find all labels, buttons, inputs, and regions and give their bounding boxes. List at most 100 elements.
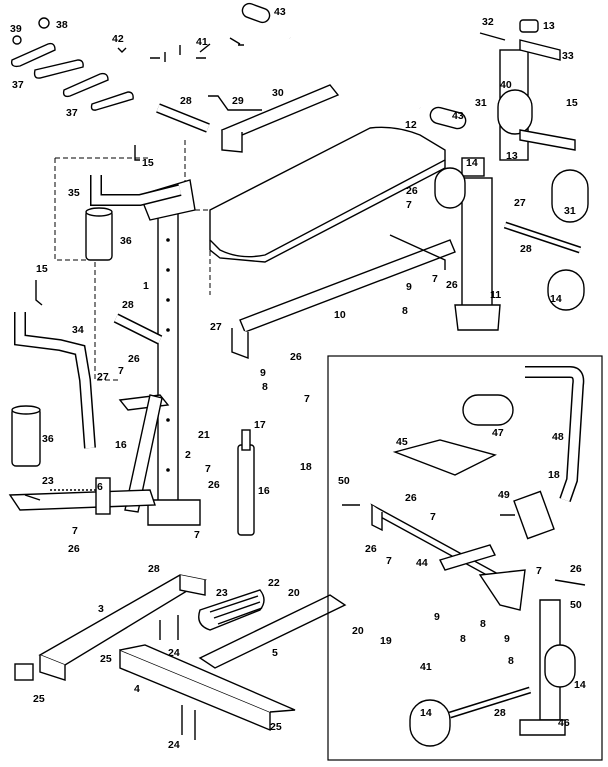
callout-21: 21	[198, 429, 210, 441]
callout-28b: 28	[520, 243, 532, 255]
callout-25a: 25	[100, 653, 112, 665]
callout-41a: 41	[196, 36, 208, 48]
callout-46: 46	[558, 717, 570, 729]
callout-25c: 25	[270, 721, 282, 733]
callout-41b: 41	[420, 661, 432, 673]
callout-22: 22	[268, 577, 280, 589]
callout-7a: 7	[406, 199, 412, 211]
callout-32: 32	[482, 16, 494, 28]
callout-26f: 26	[68, 543, 80, 555]
callout-28e: 28	[494, 707, 506, 719]
callout-3: 3	[98, 603, 104, 615]
callout-labels: 39 38 37 37 42 41 43 43 28 29 30 32 13 3…	[10, 6, 586, 751]
callout-14b: 14	[550, 293, 562, 305]
callout-20a: 20	[288, 587, 300, 599]
callout-26e: 26	[208, 479, 220, 491]
callout-15b: 15	[142, 157, 154, 169]
callout-7d: 7	[304, 393, 310, 405]
callout-43b: 43	[452, 110, 464, 122]
callout-17: 17	[254, 419, 266, 431]
callout-50a: 50	[338, 475, 350, 487]
callout-23b: 23	[216, 587, 228, 599]
bench-assembly	[209, 126, 501, 360]
callout-14a: 14	[466, 157, 478, 169]
inset-frame	[327, 355, 603, 761]
callout-37b: 37	[66, 107, 78, 119]
callout-20b: 20	[352, 625, 364, 637]
callout-13b: 13	[506, 150, 518, 162]
callout-26c: 26	[128, 353, 140, 365]
shock-cylinder	[237, 429, 255, 536]
callout-36a: 36	[120, 235, 132, 247]
callout-40: 40	[500, 79, 512, 91]
callout-7f: 7	[72, 525, 78, 537]
callout-38: 38	[56, 19, 68, 31]
callout-7h: 7	[430, 511, 436, 523]
right-top-assembly	[434, 19, 589, 311]
callout-49: 49	[498, 489, 510, 501]
callout-7c: 7	[118, 365, 124, 377]
callout-18b: 18	[548, 469, 560, 481]
callout-31b: 31	[564, 205, 576, 217]
callout-28a: 28	[180, 95, 192, 107]
callout-27c: 27	[97, 371, 109, 383]
callout-16b: 16	[258, 485, 270, 497]
callout-8b: 8	[262, 381, 268, 393]
callout-47: 47	[492, 427, 504, 439]
callout-13a: 13	[543, 20, 555, 32]
callout-9b: 9	[260, 367, 266, 379]
callout-5: 5	[272, 647, 278, 659]
callout-27b: 27	[210, 321, 222, 333]
upper-bar-assembly	[156, 2, 467, 153]
callout-50b: 50	[570, 599, 582, 611]
callout-18a: 18	[300, 461, 312, 473]
callout-6: 6	[97, 481, 103, 493]
callout-4: 4	[134, 683, 140, 695]
callout-7i: 7	[386, 555, 392, 567]
callout-39: 39	[10, 23, 22, 35]
callout-26a: 26	[406, 185, 418, 197]
callout-26i: 26	[570, 563, 582, 575]
callout-35: 35	[68, 187, 80, 199]
callout-14d: 14	[420, 707, 432, 719]
callout-23a: 23	[42, 475, 54, 487]
callout-48: 48	[552, 431, 564, 443]
callout-2: 2	[185, 449, 191, 461]
callout-8d: 8	[460, 633, 466, 645]
callout-12: 12	[405, 119, 417, 131]
callout-44: 44	[416, 557, 428, 569]
callout-43a: 43	[274, 6, 286, 18]
callout-24b: 24	[168, 739, 180, 751]
left-weight-arm	[11, 280, 96, 467]
callout-26g: 26	[405, 492, 417, 504]
callout-8c: 8	[480, 618, 486, 630]
callout-7j: 7	[536, 565, 542, 577]
callout-24a: 24	[168, 647, 180, 659]
weight-post-arm	[85, 145, 182, 261]
callout-31a: 31	[475, 97, 487, 109]
callout-42: 42	[112, 33, 124, 45]
weight-links	[10, 17, 134, 111]
callout-26d: 26	[290, 351, 302, 363]
callout-8e: 8	[508, 655, 514, 667]
callout-33: 33	[562, 50, 574, 62]
callout-28c: 28	[122, 299, 134, 311]
callout-19: 19	[380, 635, 392, 647]
callout-16a: 16	[115, 439, 127, 451]
callout-26b: 26	[446, 279, 458, 291]
callout-37a: 37	[12, 79, 24, 91]
callout-8a: 8	[402, 305, 408, 317]
callout-28d: 28	[148, 563, 160, 575]
callout-14c: 14	[574, 679, 586, 691]
callout-10: 10	[334, 309, 346, 321]
callout-9d: 9	[504, 633, 510, 645]
callout-26h: 26	[365, 543, 377, 555]
callout-29: 29	[232, 95, 244, 107]
callout-25b: 25	[33, 693, 45, 705]
callout-15c: 15	[36, 263, 48, 275]
inset-assembly	[342, 366, 586, 747]
callout-11: 11	[490, 289, 501, 301]
callout-45: 45	[396, 436, 408, 448]
